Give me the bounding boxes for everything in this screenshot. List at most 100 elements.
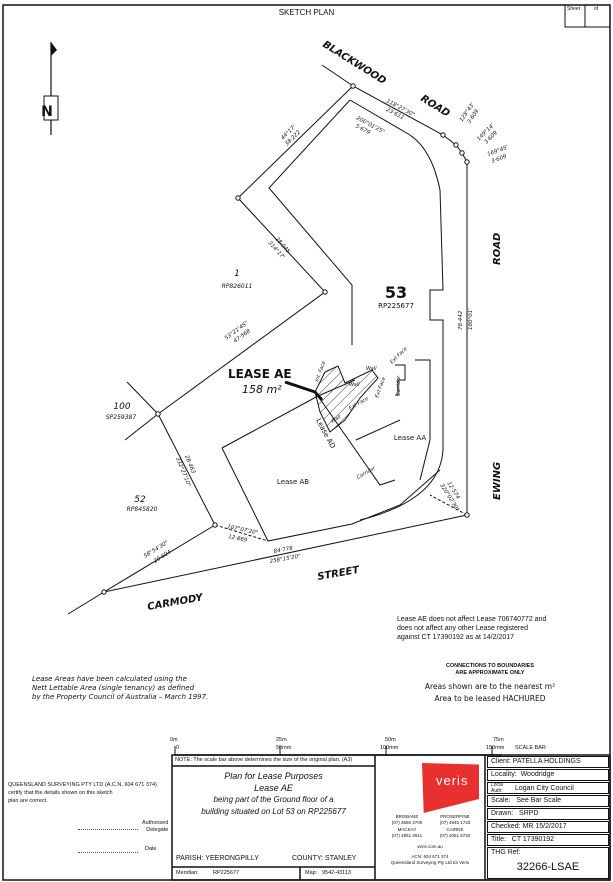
- lot-1-plan: RP826011: [222, 283, 253, 290]
- certificate-line: certify that the details shown on this s…: [8, 790, 113, 796]
- north-arrow-icon: [43, 42, 59, 135]
- checked-row: Checked: MR 15/2/2017: [487, 821, 609, 833]
- client-row: Client: PATELLA HOLDINGS: [487, 756, 609, 768]
- certificate-line: QUEENSLAND SURVEYING PTY LTD (A.C.N. 604…: [8, 782, 157, 788]
- lot-100-plan: SP259387: [106, 414, 137, 421]
- veris-web: veris.com.au: [417, 844, 443, 849]
- lease-ae-leader: [284, 380, 324, 401]
- plan-title: Plan for Lease Purposes Lease AE being p…: [172, 770, 375, 818]
- dim-d9b: 180°01': [468, 308, 474, 330]
- office-phone: (07) 4945 1733: [439, 819, 471, 825]
- veris-company: Queensland Surveying Pty Ltd t/a Veris: [390, 860, 470, 865]
- scale-row: Scale: See Bar Scale: [487, 795, 609, 807]
- office-name: MACKAY: [397, 827, 417, 832]
- connections-line: ARE APPROXIMATE ONLY: [455, 670, 525, 676]
- scale-0m: 0m: [170, 737, 178, 743]
- lot-100-number: 100: [113, 402, 130, 412]
- meridian-value: RP225677: [213, 870, 239, 876]
- lease-ae-area: 158 m²: [242, 383, 282, 396]
- locality-row: Locality: Woodridge: [487, 769, 609, 781]
- locality-value: Woodridge: [520, 771, 555, 778]
- title-row: Title: CT 17390192: [487, 834, 609, 846]
- dim-d13: 84·778: [273, 546, 293, 555]
- lease-ae-hatched-area: [314, 365, 379, 433]
- scale-bar-label: SCALE BAR: [515, 745, 546, 751]
- scale-note: NOTE: The scale bar above determines the…: [175, 757, 353, 763]
- map-value: 9542-43113: [322, 870, 351, 876]
- nla-line: Nett Lettable Area (single tenancy) as d…: [32, 684, 195, 692]
- annotation-wall-1: Wall: [366, 366, 377, 372]
- date-line[interactable]: [78, 852, 138, 853]
- date-label: Date: [145, 846, 157, 852]
- sheet-box: [564, 4, 611, 28]
- client-label: Client:: [491, 758, 511, 765]
- annotation-wall-2: Wall: [349, 382, 360, 388]
- nla-note: Lease Areas have been calculated using t…: [32, 675, 208, 702]
- scale-75m: 75m: [493, 737, 504, 743]
- ref-label: THG Ref:: [491, 849, 521, 856]
- road-label-street: STREET: [317, 565, 362, 583]
- certificate-text: QUEENSLAND SURVEYING PTY LTD (A.C.N. 604…: [8, 781, 157, 805]
- plan-title-line: Plan for Lease Purposes: [224, 771, 323, 781]
- title-value: CT 17390192: [511, 836, 555, 843]
- north-label: N: [41, 104, 53, 120]
- boundary-marks: [101, 83, 470, 595]
- annotation-ext-face-1: Ext Face: [389, 346, 408, 365]
- scale-25m: 25m: [276, 737, 287, 743]
- road-label-road-1: ROAD: [418, 93, 451, 119]
- delegate-signature-line[interactable]: [78, 829, 138, 830]
- plan-title-line: being part of the Ground floor of a: [213, 795, 334, 804]
- office-name: PROSERPINE: [440, 814, 470, 819]
- nla-line: by the Property Council of Australia – M…: [32, 693, 209, 701]
- office-name: BRISBANE: [395, 814, 419, 819]
- lease-affect-note: Lease AE does not affect Lease 706740772…: [397, 615, 546, 642]
- sheet-title: SKETCH PLAN: [278, 8, 335, 17]
- hachured-note: Area to be leased HACHURED: [434, 694, 546, 703]
- dim-d13b: 258°15'20": [269, 554, 301, 565]
- authorised-delegate-label: Authorised Delegate: [142, 820, 168, 834]
- dim-d12b: 12·869: [228, 534, 249, 544]
- lot-53-plan: RP225677: [378, 302, 414, 310]
- sheet-of-label: of: [594, 6, 599, 12]
- meridian-label: Meridian:: [176, 870, 199, 876]
- office-phone: (07) 4051 6732: [439, 832, 471, 838]
- certificate-line: plan are correct.: [8, 798, 48, 804]
- client-value: PATELLA HOLDINGS: [512, 758, 581, 765]
- lot-1-number: 1: [234, 269, 240, 279]
- parish: PARISH: YEERONGPILLY: [176, 855, 259, 862]
- dimension-labels: 118°27'30" 23·611 200°01'25" 5·679 128°4…: [143, 98, 509, 565]
- local-auth-row: Local Auth: Logan City Council: [487, 782, 609, 794]
- locality-label: Locality:: [491, 771, 517, 778]
- annotation-corridor-1: Corridor: [396, 375, 402, 396]
- map-label: Map:: [305, 870, 318, 876]
- connections-note: CONNECTIONS TO BOUNDARIES ARE APPROXIMAT…: [380, 663, 600, 677]
- dim-d9: 78·442: [458, 310, 464, 330]
- county: COUNTY: STANLEY: [292, 855, 357, 862]
- scale-0mm: 0: [176, 745, 180, 751]
- scale-100mm: 100mm: [380, 745, 399, 751]
- road-label-carmody: CARMODY: [147, 592, 206, 613]
- connections-line: CONNECTIONS TO BOUNDARIES: [445, 663, 535, 669]
- scale-50m: 50m: [385, 737, 396, 743]
- office-phone: (07) 3666 4700: [391, 819, 423, 825]
- road-label-blackwood: BLACKWOOD: [320, 39, 387, 87]
- ref-value: 32266-LSAE: [516, 861, 580, 873]
- lot-52-plan: RP845820: [127, 506, 158, 513]
- sheet-label: Sheet: [567, 6, 581, 12]
- scale-value: See Bar Scale: [516, 797, 562, 804]
- title-block-frame: [171, 754, 611, 881]
- plan-title-line: Lease AE: [254, 783, 293, 793]
- lease-note-line: Lease AE does not affect Lease 706740772…: [397, 616, 547, 623]
- title-label: Title:: [491, 836, 506, 843]
- scale-label: Scale:: [491, 797, 511, 804]
- nla-line: Lease Areas have been calculated using t…: [32, 675, 187, 683]
- office-phone: (07) 4951 2911: [391, 832, 423, 838]
- scale-50mm: 50mm: [276, 745, 292, 751]
- lot-boundaries: [67, 64, 468, 615]
- road-label-road-2: ROAD: [492, 233, 503, 265]
- areas-note: Areas shown are to the nearest m²: [424, 682, 556, 691]
- scale-bar: [174, 746, 502, 756]
- annotation-corridor-2: Corridor: [356, 465, 377, 481]
- ref-row: THG Ref: 32266-LSAE: [487, 847, 609, 879]
